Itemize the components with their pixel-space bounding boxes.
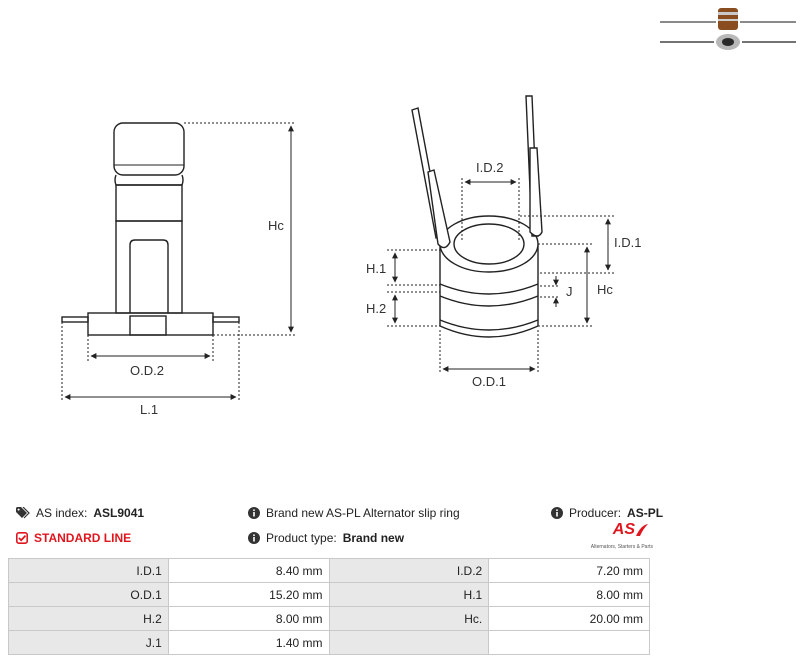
brand-logo-mark: AS — [612, 521, 635, 538]
label-id1: I.D.1 — [614, 235, 641, 250]
brand-logo: AS Alternators, Starters & Parts — [585, 521, 653, 551]
label-hc-right: Hc — [597, 282, 613, 297]
param-value: 8.00 mm — [167, 606, 330, 631]
as-index: AS index: ASL9041 — [16, 506, 144, 520]
param-value: 8.00 mm — [488, 582, 650, 607]
param-label: H.2 — [8, 606, 169, 631]
param-label: I.D.2 — [328, 558, 490, 583]
info-icon — [551, 507, 563, 519]
product-type-label: Product type: — [266, 531, 337, 545]
label-id2: I.D.2 — [476, 160, 503, 175]
tags-icon — [16, 507, 30, 519]
param-label — [328, 630, 490, 655]
param-value: 7.20 mm — [488, 558, 650, 583]
param-value: 8.40 mm — [167, 558, 330, 583]
info-icon — [248, 532, 260, 544]
brand-logo-tagline: Alternators, Starters & Parts — [590, 544, 653, 550]
param-value: 20.00 mm — [488, 606, 650, 631]
label-j: J — [566, 284, 573, 299]
label-od2: O.D.2 — [130, 363, 164, 378]
param-label: H.1 — [328, 582, 490, 607]
product-line-label: STANDARD LINE — [34, 531, 132, 545]
label-hc-left: Hc — [268, 218, 284, 233]
param-label: O.D.1 — [8, 582, 169, 607]
slip-ring-view — [411, 95, 543, 338]
technical-drawing: Hc O.D.2 L.1 I.D.2 — [61, 95, 641, 417]
param-label: I.D.1 — [8, 558, 169, 583]
product-line: STANDARD LINE — [16, 531, 131, 545]
label-od1: O.D.1 — [472, 374, 506, 389]
product-thumbnail — [660, 8, 796, 50]
param-label: Hc. — [328, 606, 490, 631]
check-square-icon — [16, 532, 28, 544]
description: Brand new AS-PL Alternator slip ring — [248, 506, 460, 520]
as-index-label: AS index: — [36, 506, 88, 520]
param-label: J.1 — [8, 630, 169, 655]
label-l1: L.1 — [140, 402, 158, 417]
info-icon — [248, 507, 260, 519]
producer-label: Producer: — [569, 506, 622, 520]
product-type: Product type: Brand new — [248, 531, 404, 545]
slip-ring-dimensions — [387, 178, 614, 374]
label-h1: H.1 — [366, 261, 386, 276]
param-value — [488, 630, 650, 655]
label-h2: H.2 — [366, 301, 386, 316]
as-index-value: ASL9041 — [93, 506, 145, 520]
product-type-value: Brand new — [342, 531, 405, 545]
producer: Producer: AS-PL — [551, 506, 663, 520]
brand-swoosh-icon — [636, 524, 648, 536]
param-value: 15.20 mm — [167, 582, 330, 607]
side-view-dimensions — [61, 122, 296, 402]
param-value: 1.40 mm — [167, 630, 330, 655]
description-text: Brand new AS-PL Alternator slip ring — [266, 506, 460, 520]
product-info: AS index: ASL9041 STANDARD LINE Brand ne… — [0, 500, 800, 560]
side-view — [61, 122, 240, 336]
producer-value: AS-PL — [627, 506, 664, 520]
